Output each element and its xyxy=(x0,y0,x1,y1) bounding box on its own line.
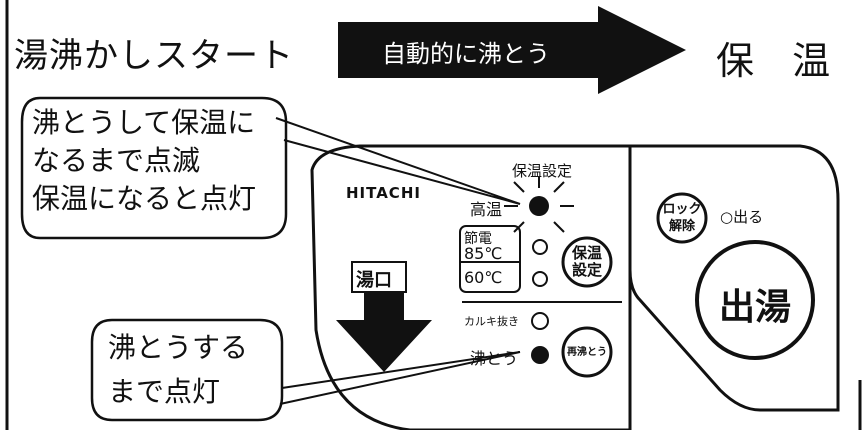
arrow-label: 自動的に沸とう xyxy=(382,40,550,68)
keep-warm-setting-button-shape xyxy=(561,236,613,288)
boil-callout-bubble xyxy=(90,318,284,422)
end-label: 保 温 xyxy=(716,39,832,83)
dispense-button-shape xyxy=(695,240,815,360)
boil-led xyxy=(531,346,549,364)
control-panel-outline xyxy=(310,144,632,430)
high-temp-label: 高温 xyxy=(470,200,503,219)
temp-selector-box xyxy=(459,225,521,293)
calc-removal-led xyxy=(531,312,549,330)
boil-callout-pointer xyxy=(279,351,521,405)
eco-label: 節電 xyxy=(464,231,492,247)
temp-60-label: 60℃ xyxy=(464,268,503,287)
keep-warm-setting-button[interactable]: 保温 設定 xyxy=(571,244,602,279)
temp-60-led xyxy=(532,271,548,287)
keep-warm-callout-bubble xyxy=(20,96,288,240)
temp-85-label: 85℃ xyxy=(464,244,503,263)
dispense-button[interactable]: 出湯 xyxy=(718,287,791,328)
high-temp-led xyxy=(529,196,549,216)
calc-removal-label: カルキ抜き xyxy=(464,315,519,328)
keep-warm-callout-text: 沸とうして保温に なるまで点滅 保温になると点灯 xyxy=(32,106,257,215)
spout-arrow xyxy=(336,292,432,372)
temp-setting-label: 保温設定 xyxy=(512,162,573,180)
dispense-panel-outline xyxy=(628,144,840,412)
reboil-button[interactable]: 再沸とう xyxy=(567,347,607,358)
boil-label: 沸とう xyxy=(470,349,519,368)
brand-logo: HITACHI xyxy=(346,184,421,202)
spout-label: 湯口 xyxy=(356,270,392,291)
boil-callout-text: 沸とうする まで点灯 xyxy=(108,331,249,408)
start-label: 湯沸かしスタート xyxy=(14,36,294,76)
led-blink-rays xyxy=(504,176,574,233)
reboil-button-shape xyxy=(561,326,613,378)
lock-release-button[interactable]: ロック 解除 xyxy=(662,202,702,234)
spout-label-box xyxy=(351,261,407,293)
keep-warm-callout-pointer xyxy=(275,117,521,205)
process-arrow xyxy=(338,6,686,94)
lock-release-button-shape xyxy=(656,192,708,244)
dispensing-indicator-label: ○出る xyxy=(720,208,764,226)
temp-85-led xyxy=(532,239,548,255)
